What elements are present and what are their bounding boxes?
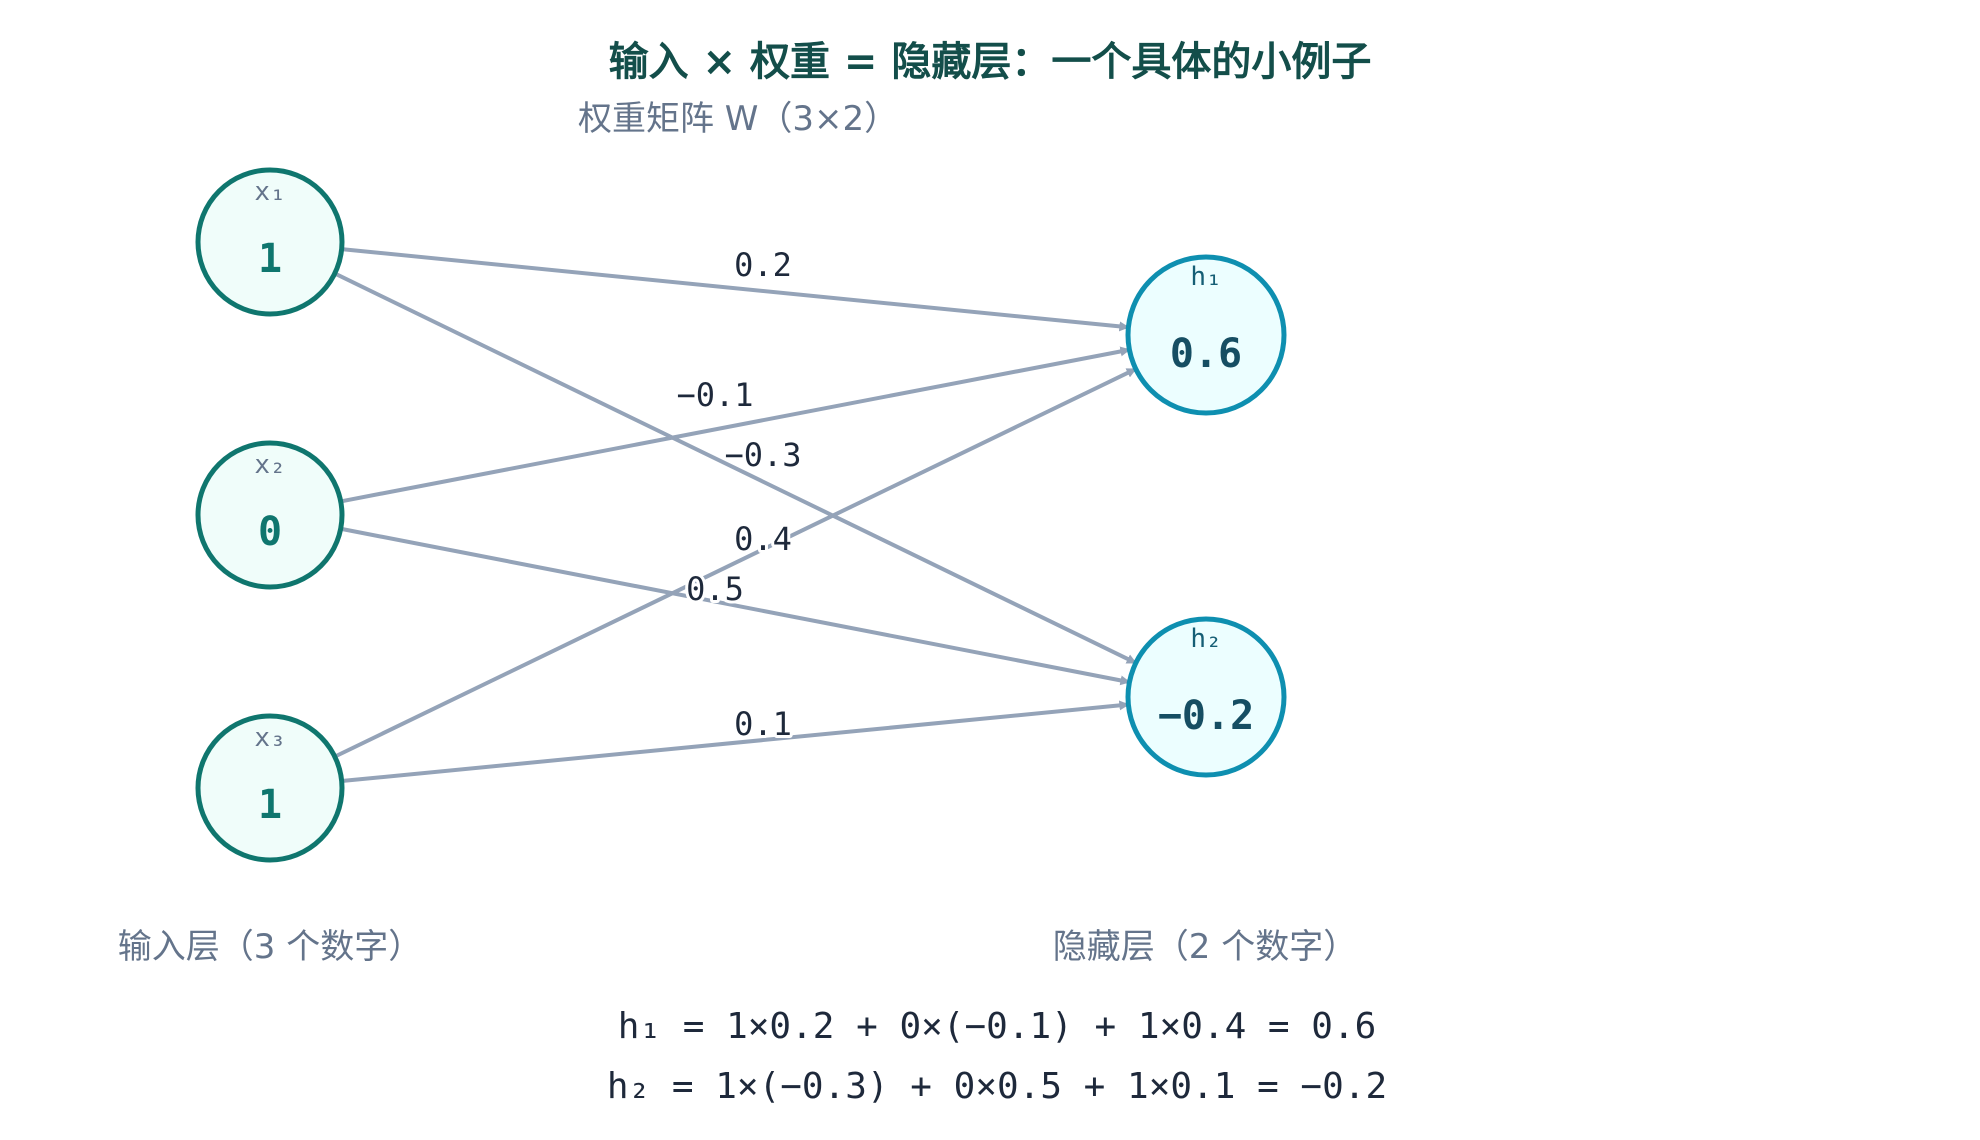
hidden-node-value: −0.2	[1158, 693, 1254, 739]
edge-x2-h2	[340, 526, 1131, 686]
weight-label-x3-h2: 0.1	[734, 705, 792, 743]
input-layer-label: 输入层（3 个数字）	[118, 927, 422, 967]
edge-x1-h1	[341, 247, 1130, 332]
weight-label-x2-h2: 0.5	[686, 570, 744, 608]
edge-x3-h2	[341, 700, 1130, 784]
edge-group	[333, 247, 1137, 784]
page-title: 输入 × 权重 = 隐藏层：一个具体的小例子	[609, 39, 1372, 85]
input-node-value: 0	[258, 509, 282, 555]
weight-matrix-label: 权重矩阵 W（3×2）	[578, 99, 898, 139]
input-node-x1	[195, 167, 345, 317]
hidden-layer-label: 隐藏层（2 个数字）	[1053, 927, 1357, 967]
hidden-node-name: h₁	[1190, 262, 1221, 292]
formula-h2: h₂ = 1×(−0.3) + 0×0.5 + 1×0.1 = −0.2	[607, 1066, 1387, 1107]
input-node-value: 1	[258, 236, 282, 282]
weight-label-group: 0.2 −0.3 −0.1 0.5 0.4 0.1	[673, 243, 804, 746]
weight-label-x1-h2: −0.3	[724, 436, 801, 474]
input-node-x2	[195, 440, 345, 590]
edge-x3-h1	[333, 367, 1137, 759]
input-node-name: x₂	[254, 450, 285, 480]
hidden-node-value: 0.6	[1170, 331, 1242, 377]
weight-label-x3-h1: 0.4	[734, 520, 792, 558]
hidden-node-h1	[1125, 254, 1287, 416]
input-node-x3	[195, 713, 345, 863]
weight-label-x1-h1: 0.2	[734, 246, 792, 284]
weight-label-x2-h1: −0.1	[676, 376, 753, 414]
node-group: x₁ 1 x₂ 0 x₃ 1 h₁ 0.6 h₂ −0.2	[195, 167, 1287, 863]
input-node-name: x₁	[254, 177, 285, 207]
input-node-value: 1	[258, 782, 282, 828]
edge-x1-h2	[333, 271, 1137, 665]
edge-x2-h1	[340, 346, 1131, 504]
hidden-node-name: h₂	[1190, 624, 1221, 654]
input-node-name: x₃	[254, 723, 285, 753]
hidden-node-h2	[1125, 616, 1287, 778]
formula-h1: h₁ = 1×0.2 + 0×(−0.1) + 1×0.4 = 0.6	[618, 1006, 1377, 1047]
